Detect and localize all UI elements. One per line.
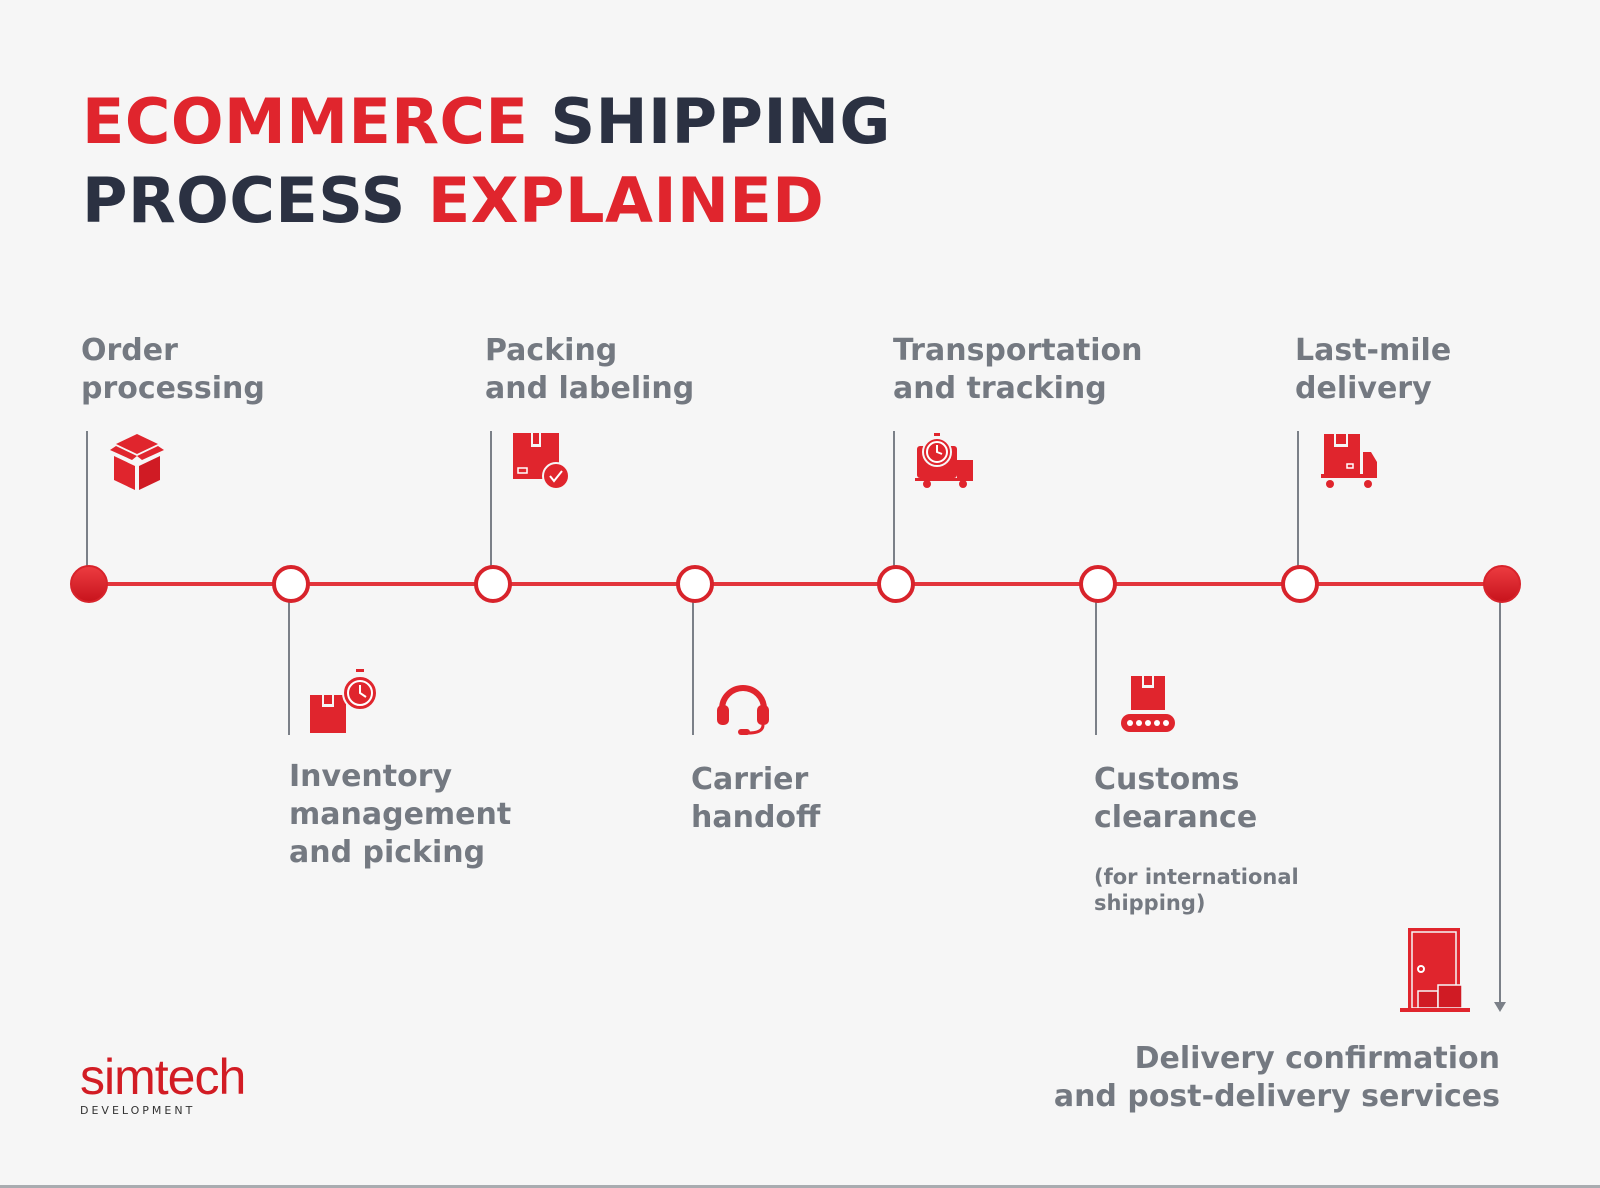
connector-2: [288, 585, 290, 735]
delivery-truck-icon: [1321, 434, 1377, 488]
timeline-node-7: [1281, 565, 1319, 603]
timeline-node-4: [676, 565, 714, 603]
connector-6: [1095, 585, 1097, 735]
connector-5: [893, 431, 895, 583]
title-ecommerce: ECOMMERCE: [82, 85, 529, 158]
connector-3: [490, 431, 492, 583]
door-parcels-icon: [1400, 928, 1470, 1012]
timeline-node-end: [1483, 565, 1521, 603]
logo-subtitle: DEVELOPMENT: [80, 1104, 196, 1117]
timeline-node-5: [877, 565, 915, 603]
headset-icon: [717, 685, 769, 735]
timeline-node-2: [272, 565, 310, 603]
title-explained: EXPLAINED: [427, 164, 825, 237]
timeline-node-6: [1079, 565, 1117, 603]
timeline-node-start: [70, 565, 108, 603]
connector-7: [1297, 431, 1299, 583]
timeline-track: [87, 582, 1500, 586]
bottom-border: [0, 1185, 1600, 1188]
box-check-icon: [513, 433, 570, 490]
conveyor-box-icon: [1121, 676, 1175, 732]
box-stopwatch-icon: [310, 669, 378, 733]
truck-timer-icon: [915, 433, 973, 488]
connector-1: [86, 431, 88, 583]
timeline-node-3: [474, 565, 512, 603]
connector-4: [692, 585, 694, 735]
page-title: ECOMMERCE SHIPPING PROCESS EXPLAINED: [82, 82, 891, 240]
connector-8: [1499, 585, 1501, 1005]
open-box-icon: [110, 434, 164, 490]
arrow-down-icon: [1494, 1002, 1506, 1012]
title-shipping: SHIPPING: [550, 85, 891, 158]
title-process: PROCESS: [82, 164, 406, 237]
simtech-logo: simtech: [80, 1049, 246, 1105]
